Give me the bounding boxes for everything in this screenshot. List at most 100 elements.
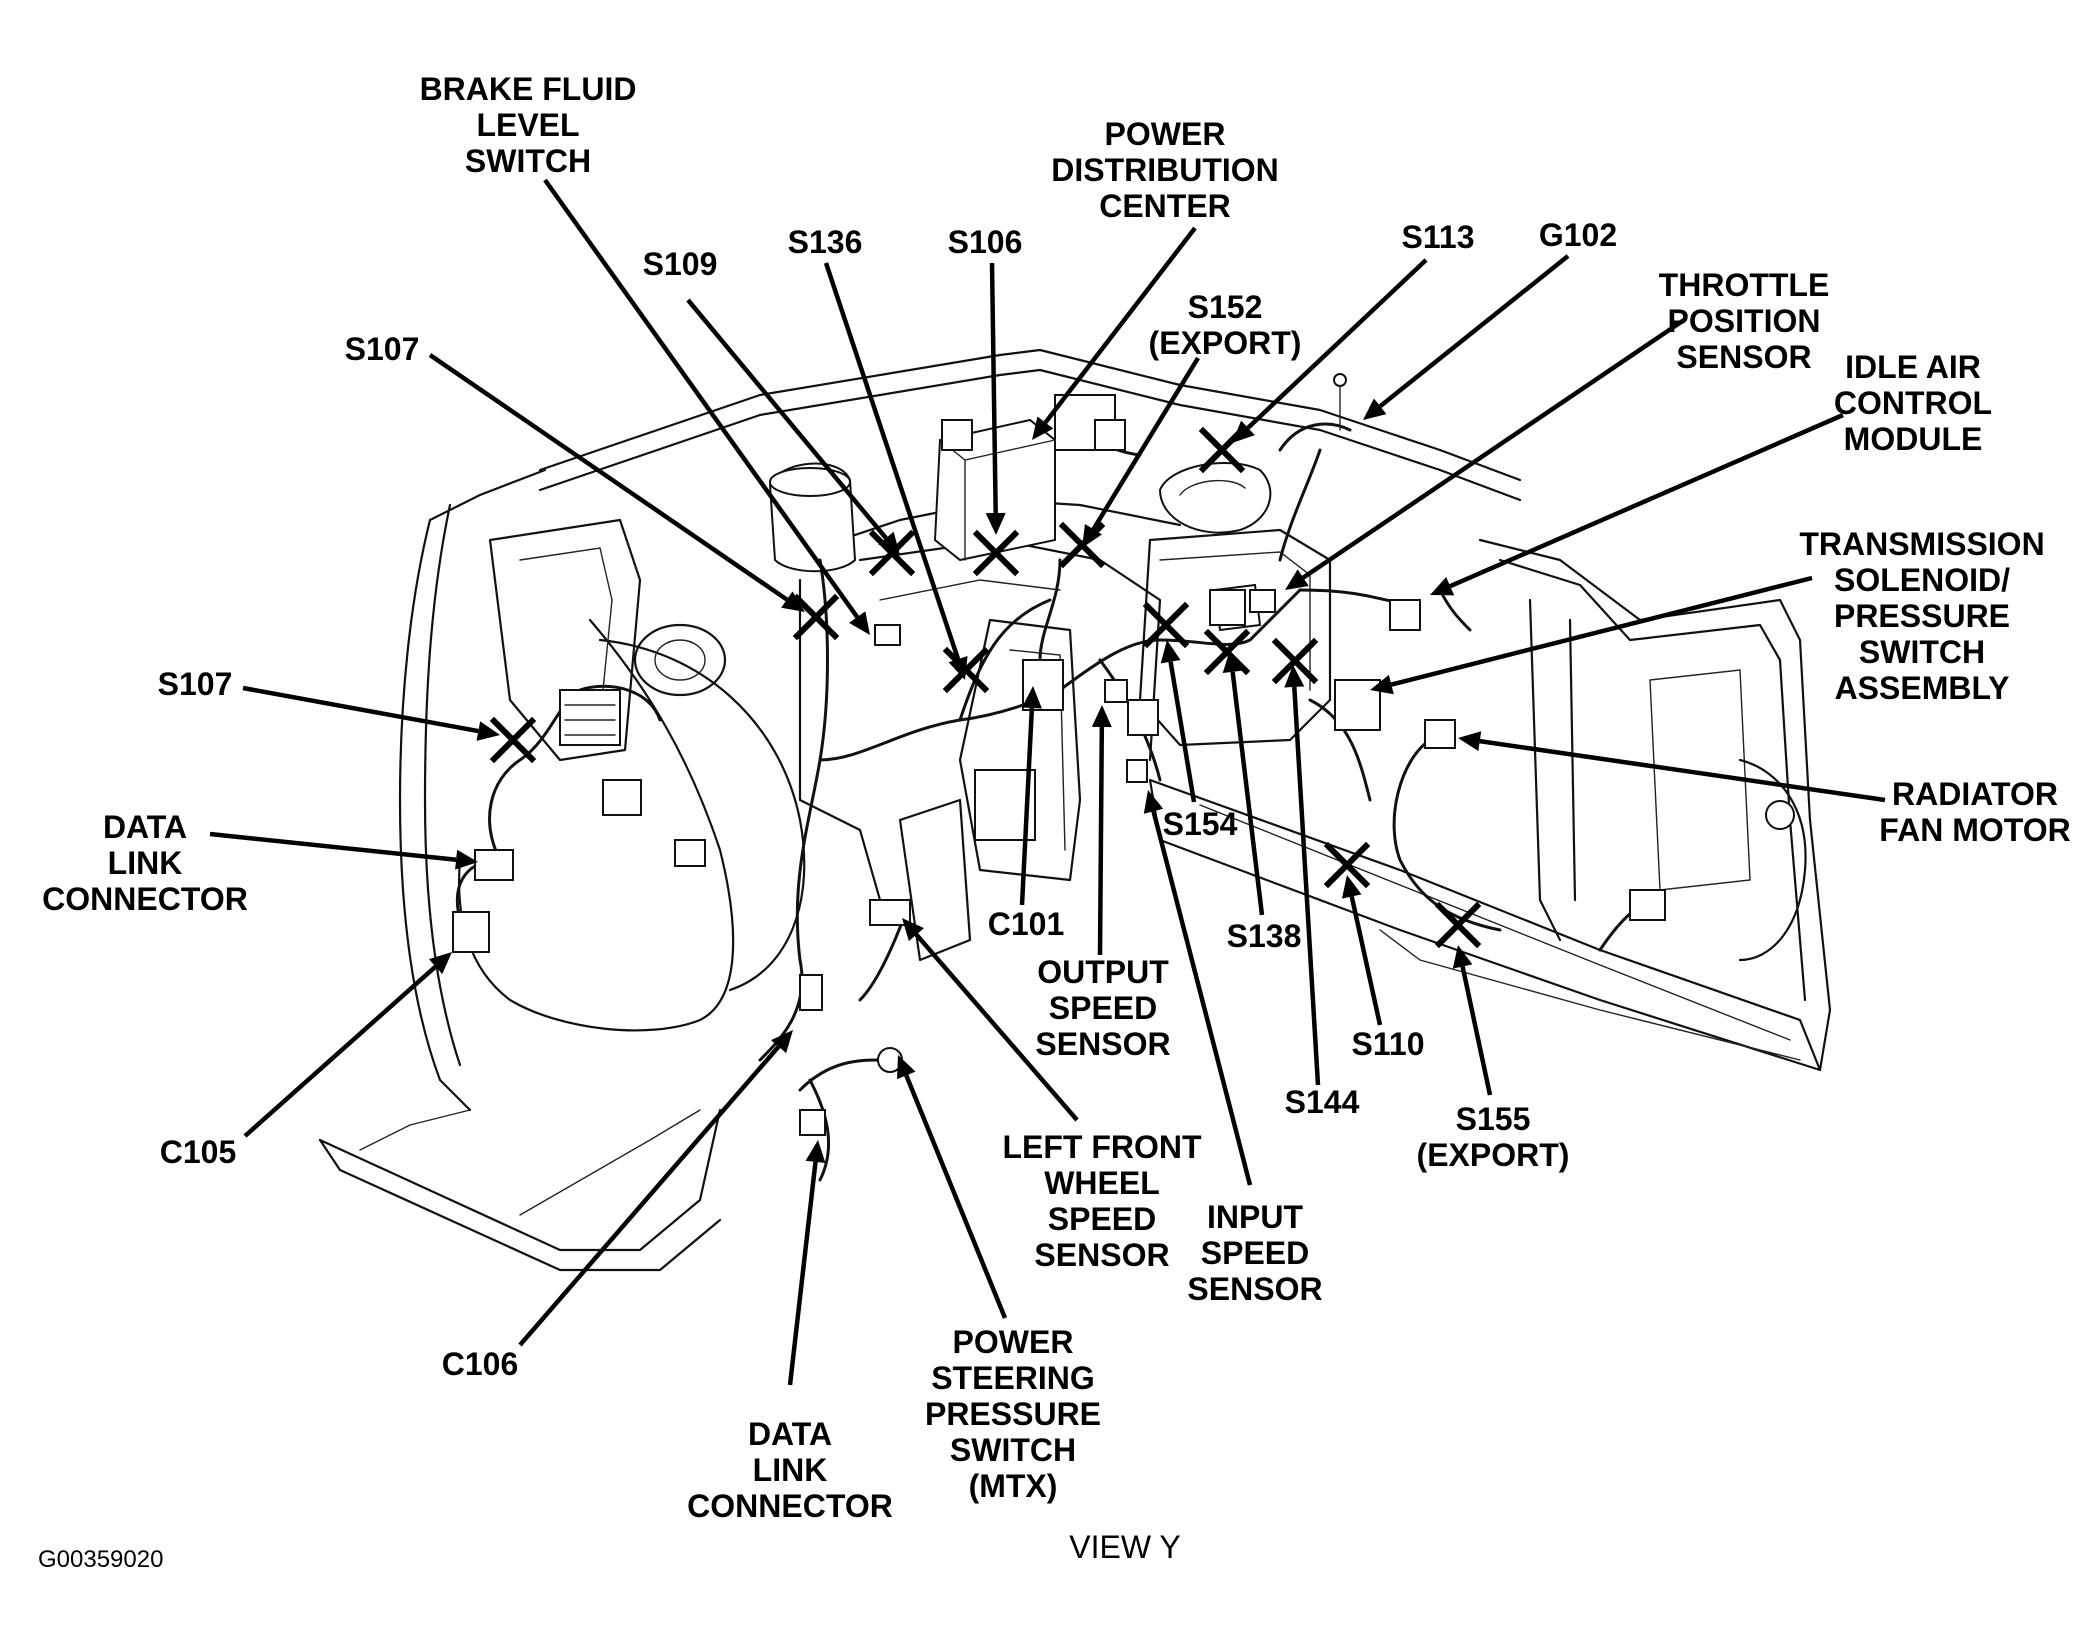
arrowhead-s109 <box>878 531 900 555</box>
arrowhead-power-distribution-center <box>1032 416 1054 440</box>
s154-line-1: S154 <box>1163 806 1238 842</box>
output-speed-sensor-line-2: SPEED <box>1049 990 1157 1026</box>
left-front-wheel-speed-sensor-line-1: LEFT FRONT <box>1002 1129 1202 1165</box>
data-link-connector-bottom-line-1: DATA <box>748 1416 832 1452</box>
throttle-position-sensor-line-2: POSITION <box>1668 303 1821 339</box>
transmission-solenoid-line-1: TRANSMISSION <box>1799 526 2044 562</box>
leader-g102 <box>1378 254 1570 409</box>
arrowhead-s136 <box>948 655 968 680</box>
data-link-connector-bottom-line-2: LINK <box>753 1452 828 1488</box>
g102-line-1: G102 <box>1539 217 1617 253</box>
label-c106: C106 <box>442 1346 519 1382</box>
arrowhead-brake-fluid-level-switch <box>849 611 870 635</box>
leader-output-speed-sensor <box>1097 726 1105 956</box>
brake-fluid-level-switch-line-1: BRAKE FLUID <box>420 71 637 107</box>
radiator-fan-motor-line-1: RADIATOR <box>1892 776 2058 812</box>
data-link-connector-left-line-1: DATA <box>103 809 187 845</box>
arrowhead-s144 <box>1284 665 1305 688</box>
label-s154: S154 <box>1163 806 1238 842</box>
label-c105: C105 <box>160 1134 237 1170</box>
brake-fluid-level-switch-line-3: SWITCH <box>465 143 591 179</box>
arrowhead-c105 <box>428 952 452 975</box>
arrowhead-c106 <box>771 1030 793 1054</box>
figure-id: G00359020 <box>38 1546 163 1573</box>
leader-input-speed-sensor <box>1151 810 1253 1186</box>
idle-air-control-module-line-1: IDLE AIR <box>1845 349 1981 385</box>
transmission-solenoid-line-3: PRESSURE <box>1834 598 2010 634</box>
output-speed-sensor-line-1: OUTPUT <box>1037 954 1169 990</box>
splice-markers <box>489 426 1482 949</box>
arrowhead-output-speed-sensor <box>1091 705 1112 728</box>
arrowhead-input-speed-sensor <box>1143 790 1164 814</box>
wiring-harness <box>452 373 1666 1182</box>
power-steering-pressure-switch-line-4: SWITCH <box>950 1432 1076 1468</box>
arrowhead-s110 <box>1341 875 1362 899</box>
label-s107-top: S107 <box>345 331 420 367</box>
power-distribution-center-line-1: POWER <box>1105 116 1226 152</box>
leader-transmission-solenoid <box>1390 575 1813 687</box>
throttle-position-sensor-line-3: SENSOR <box>1676 339 1811 375</box>
output-speed-sensor-line-3: SENSOR <box>1035 1026 1170 1062</box>
data-link-connector-bottom-line-3: CONNECTOR <box>687 1488 893 1524</box>
transmission-solenoid-line-4: SWITCH <box>1859 634 1985 670</box>
label-s106: S106 <box>948 224 1023 260</box>
arrowhead-s106 <box>985 512 1006 535</box>
s136-line-1: S136 <box>788 224 863 260</box>
label-s110: S110 <box>1352 1026 1425 1062</box>
arrowhead-radiator-fan-motor <box>1458 731 1482 752</box>
power-steering-pressure-switch-line-5: (MTX) <box>969 1468 1058 1504</box>
left-front-wheel-speed-sensor-line-4: SENSOR <box>1034 1237 1169 1273</box>
arrowhead-g102 <box>1363 398 1387 420</box>
leader-s154 <box>1168 661 1197 803</box>
leader-s107-top <box>428 353 789 602</box>
s113-line-1: S113 <box>1402 219 1475 255</box>
splice-x-s106 <box>972 529 1020 577</box>
power-distribution-center-line-2: DISTRIBUTION <box>1051 152 1279 188</box>
view-label: VIEW Y <box>1069 1529 1180 1565</box>
splice-x-s107-top <box>792 593 840 641</box>
transmission-solenoid-line-5: ASSEMBLY <box>1835 670 2010 706</box>
arrowhead-s107-left <box>476 721 500 741</box>
arrowhead-c101 <box>1021 686 1042 709</box>
arrowhead-s107-top <box>781 591 805 612</box>
label-s138: S138 <box>1227 918 1302 954</box>
label-g102: G102 <box>1539 217 1617 253</box>
leader-radiator-fan-motor <box>1479 738 1886 803</box>
leader-c106 <box>518 1045 781 1347</box>
power-steering-pressure-switch-line-3: PRESSURE <box>925 1396 1101 1432</box>
label-c101: C101 <box>988 906 1065 942</box>
arrowhead-s154 <box>1160 640 1181 664</box>
leader-data-link-connector-bottom <box>787 1161 818 1386</box>
s107-top-line-1: S107 <box>345 331 420 367</box>
leader-brake-fluid-level-switch <box>543 178 860 619</box>
s155-line-2: (EXPORT) <box>1417 1137 1570 1173</box>
c101-line-1: C101 <box>988 906 1065 942</box>
s155-line-1: S155 <box>1456 1101 1531 1137</box>
leader-c105 <box>243 964 438 1138</box>
leader-s138 <box>1230 671 1265 916</box>
splice-x-s144 <box>1271 637 1319 685</box>
leader-throttle-position-sensor <box>1301 318 1686 580</box>
leader-s144 <box>1292 686 1321 1086</box>
leader-c101 <box>1019 707 1035 906</box>
s144-line-1: S144 <box>1285 1084 1360 1120</box>
arrowhead-transmission-solenoid <box>1370 674 1394 695</box>
arrowhead-s138 <box>1222 650 1243 674</box>
s109-line-1: S109 <box>643 246 718 282</box>
splice-x-s109 <box>868 529 916 577</box>
leader-left-front-wheel-speed-sensor <box>914 933 1079 1122</box>
s107-left-line-1: S107 <box>158 666 233 702</box>
arrowhead-data-link-connector-bottom <box>805 1140 826 1163</box>
idle-air-control-module-line-2: CONTROL <box>1834 385 1992 421</box>
power-distribution-center-line-3: CENTER <box>1099 188 1231 224</box>
data-link-connector-left-line-3: CONNECTOR <box>42 881 248 917</box>
